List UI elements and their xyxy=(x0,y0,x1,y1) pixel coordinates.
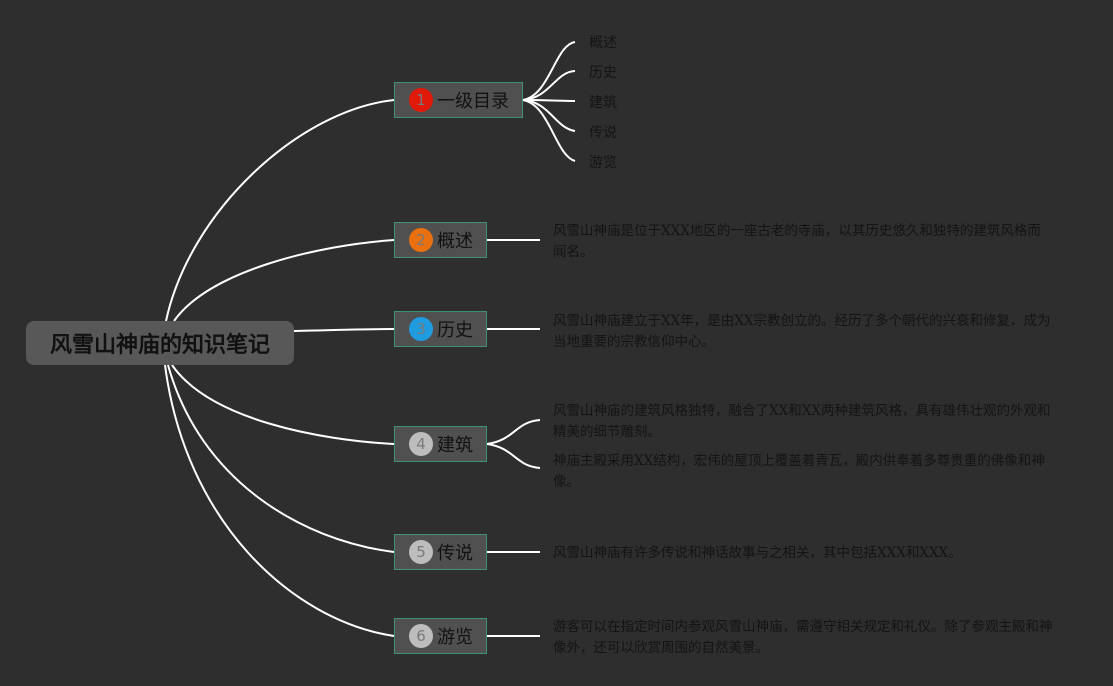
branch-label: 一级目录 xyxy=(437,91,509,112)
branch-toc[interactable]: 1 一级目录 xyxy=(394,82,523,118)
link-toc-4 xyxy=(522,99,576,132)
link-root-visit xyxy=(164,364,395,637)
toc-item-overview[interactable]: 概述 xyxy=(589,35,617,51)
branch-label: 历史 xyxy=(437,320,473,341)
branch-overview[interactable]: 2 概述 xyxy=(394,222,487,258)
link-root-toc xyxy=(165,99,395,322)
toc-item-architecture[interactable]: 建筑 xyxy=(589,95,617,111)
toc-item-visit[interactable]: 游览 xyxy=(589,155,617,171)
number-1-icon: 1 xyxy=(409,88,433,112)
link-arch-text-1 xyxy=(486,419,541,445)
number-6-icon: 6 xyxy=(409,624,433,648)
root-topic[interactable]: 风雪山神庙的知识笔记 xyxy=(26,321,294,365)
link-root-overview xyxy=(173,239,395,322)
branch-legend[interactable]: 5 传说 xyxy=(394,534,487,570)
branch-architecture[interactable]: 4 建筑 xyxy=(394,426,487,462)
visit-text[interactable]: 游客可以在指定时间内参观风雪山神庙，需遵守相关规定和礼仪。除了参观主殿和神像外，… xyxy=(553,619,1053,656)
toc-item-history[interactable]: 历史 xyxy=(589,65,617,81)
link-toc-1 xyxy=(522,41,576,101)
branch-visit[interactable]: 6 游览 xyxy=(394,618,487,654)
link-toc-2 xyxy=(522,70,576,101)
link-toc-5 xyxy=(522,99,576,162)
overview-text[interactable]: 风雪山神庙是位于XXX地区的一座古老的寺庙，以其历史悠久和独特的建筑风格而闻名。 xyxy=(553,223,1041,260)
root-topic-title: 风雪山神庙的知识笔记 xyxy=(49,333,270,358)
branch-label: 建筑 xyxy=(437,435,473,456)
number-2-icon: 2 xyxy=(409,228,433,252)
number-5-icon: 5 xyxy=(409,540,433,564)
number-3-icon: 3 xyxy=(409,317,433,341)
architecture-text-2[interactable]: 神庙主殿采用XX结构，宏伟的屋顶上覆盖着青瓦，殿内供奉着多尊贵重的佛像和神像。 xyxy=(553,453,1045,490)
branch-label: 传说 xyxy=(437,543,473,564)
branch-label: 游览 xyxy=(437,627,473,648)
link-root-architecture xyxy=(171,364,395,445)
branch-history[interactable]: 3 历史 xyxy=(394,311,487,347)
number-4-icon: 4 xyxy=(409,432,433,456)
link-root-legend xyxy=(167,364,395,553)
link-arch-text-2 xyxy=(486,443,541,469)
branch-label: 概述 xyxy=(437,231,473,252)
history-text[interactable]: 风雪山神庙建立于XX年，是由XX宗教创立的。经历了多个朝代的兴衰和修复，成为当地… xyxy=(553,313,1051,350)
legend-text[interactable]: 风雪山神庙有许多传说和神话故事与之相关，其中包括XXX和XXX。 xyxy=(553,545,962,561)
toc-item-legend[interactable]: 传说 xyxy=(589,125,617,141)
architecture-text-1[interactable]: 风雪山神庙的建筑风格独特，融合了XX和XX两种建筑风格，具有雄伟壮观的外观和精美… xyxy=(553,403,1051,440)
link-root-history xyxy=(293,328,395,332)
